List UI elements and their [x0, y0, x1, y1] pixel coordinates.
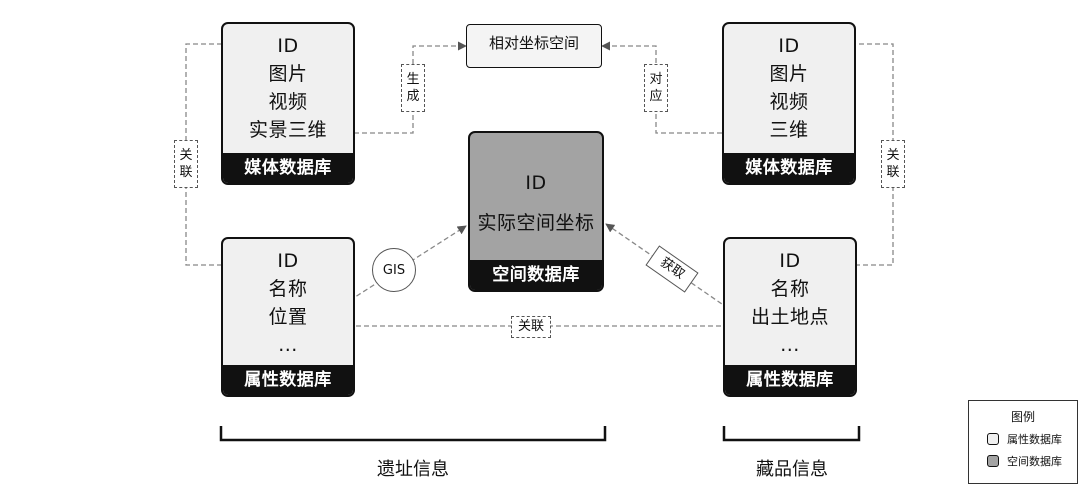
spatial-field-coordinates: 实际空间坐标 — [477, 212, 595, 234]
media-left-field-video: 视频 — [268, 91, 308, 113]
attr-left-field-name: 名称 — [268, 278, 308, 300]
edge-label-link-mid: 关联 — [511, 316, 552, 338]
attr-right-field-name: 名称 — [770, 278, 810, 300]
legend-title: 图例 — [1010, 410, 1035, 424]
edge-label-correspond: 对应 — [644, 64, 668, 112]
legend-label-spatial: 空间数据库 — [1007, 455, 1062, 468]
attr-left-field-id: ID — [277, 250, 299, 272]
attr-right-field-more: ... — [780, 334, 800, 356]
attr-right-footer: 属性数据库 — [725, 365, 855, 395]
media-right-footer: 媒体数据库 — [724, 153, 854, 183]
media-right-field-id: ID — [778, 35, 800, 57]
attr-left-footer: 属性数据库 — [223, 365, 353, 395]
edge-label-gis: GIS — [372, 248, 416, 292]
bracket-left — [219, 426, 607, 442]
legend-swatch-attribute — [987, 433, 999, 445]
edge-generate — [338, 41, 467, 134]
media-right-field-3d: 三维 — [769, 119, 809, 141]
media-db-left: ID 图片 视频 实景三维 媒体数据库 — [221, 22, 355, 185]
attr-right-field-findspot: 出土地点 — [750, 306, 829, 328]
media-right-field-image: 图片 — [769, 63, 809, 85]
attr-left-field-location: 位置 — [268, 306, 308, 328]
spatial-db: ID 实际空间坐标 空间数据库 — [468, 131, 604, 292]
section-collection-info: 藏品信息 — [756, 459, 828, 480]
media-db-right: ID 图片 视频 三维 媒体数据库 — [722, 22, 856, 185]
attr-db-left: ID 名称 位置 ... 属性数据库 — [221, 237, 355, 397]
relative-coordinate-space-node: 相对坐标空间 — [466, 24, 602, 68]
spatial-field-id: ID — [525, 172, 547, 194]
legend-item-attribute: 属性数据库 — [987, 431, 1077, 447]
edge-label-generate: 生成 — [401, 64, 425, 112]
edge-correspond — [601, 41, 738, 134]
attr-db-right: ID 名称 出土地点 ... 属性数据库 — [723, 237, 857, 397]
media-left-field-3d: 实景三维 — [248, 119, 327, 141]
bracket-right — [722, 426, 861, 442]
media-right-field-video: 视频 — [769, 91, 809, 113]
media-left-field-image: 图片 — [268, 63, 308, 85]
legend-item-spatial: 空间数据库 — [987, 453, 1077, 469]
relative-coordinate-space-label: 相对坐标空间 — [488, 34, 579, 52]
media-left-footer: 媒体数据库 — [223, 153, 353, 183]
legend-swatch-spatial — [987, 455, 999, 467]
legend: 图例 属性数据库 空间数据库 — [968, 400, 1078, 484]
attr-left-field-more: ... — [278, 334, 298, 356]
spatial-footer: 空间数据库 — [470, 260, 602, 290]
edge-label-link-left: 关联 — [174, 140, 198, 188]
media-left-field-id: ID — [277, 35, 299, 57]
section-site-info: 遗址信息 — [377, 459, 449, 480]
edge-label-link-right: 关联 — [881, 140, 905, 188]
legend-label-attribute: 属性数据库 — [1007, 433, 1062, 446]
attr-right-field-id: ID — [779, 250, 801, 272]
